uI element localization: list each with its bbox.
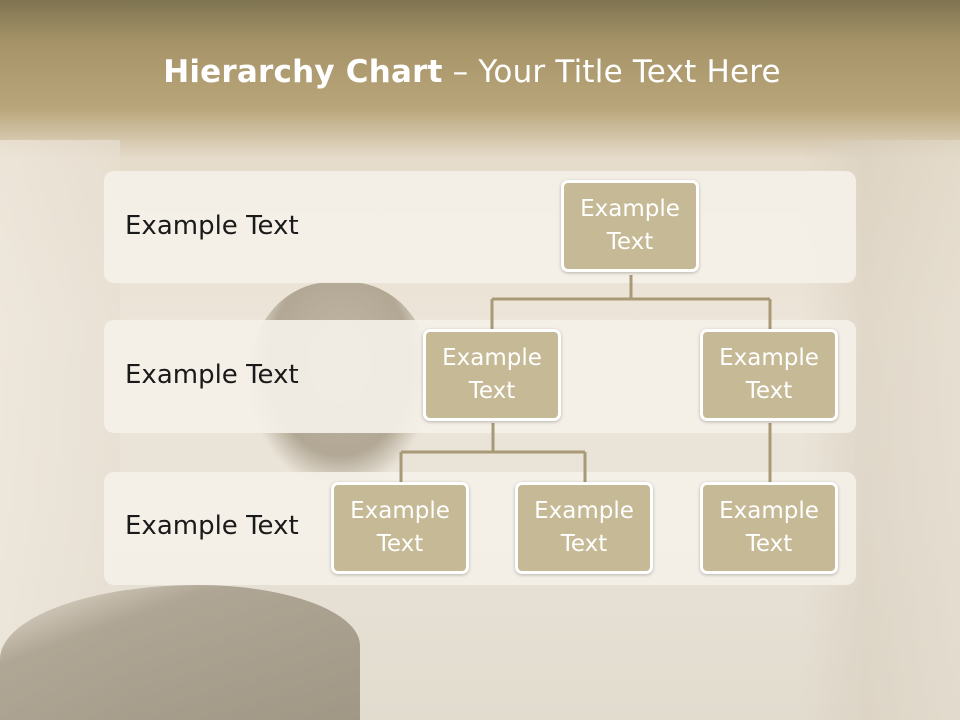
slide-title-bold: Hierarchy Chart	[163, 54, 443, 90]
node-level2-left-label: Example Text	[442, 345, 542, 404]
node-level3-c-label: Example Text	[719, 498, 819, 557]
node-level3-a[interactable]: Example Text	[331, 482, 469, 574]
level-label-3: Example Text	[125, 511, 299, 541]
level-band-1: Example Text	[104, 171, 856, 283]
level-label-2: Example Text	[125, 360, 299, 390]
node-level3-a-label: Example Text	[350, 498, 450, 557]
node-level2-right-label: Example Text	[719, 345, 819, 404]
node-root-label: Example Text	[580, 196, 680, 255]
node-root[interactable]: Example Text	[561, 180, 699, 272]
node-level3-b-label: Example Text	[534, 498, 634, 557]
node-level3-c[interactable]: Example Text	[700, 482, 838, 574]
background-person-body	[0, 585, 360, 720]
level-label-1: Example Text	[125, 211, 299, 241]
node-level3-b[interactable]: Example Text	[515, 482, 653, 574]
slide-title: Hierarchy Chart – Your Title Text Here	[0, 54, 944, 90]
slide-title-rest: – Your Title Text Here	[442, 54, 781, 90]
node-level2-left[interactable]: Example Text	[423, 329, 561, 421]
node-level2-right[interactable]: Example Text	[700, 329, 838, 421]
